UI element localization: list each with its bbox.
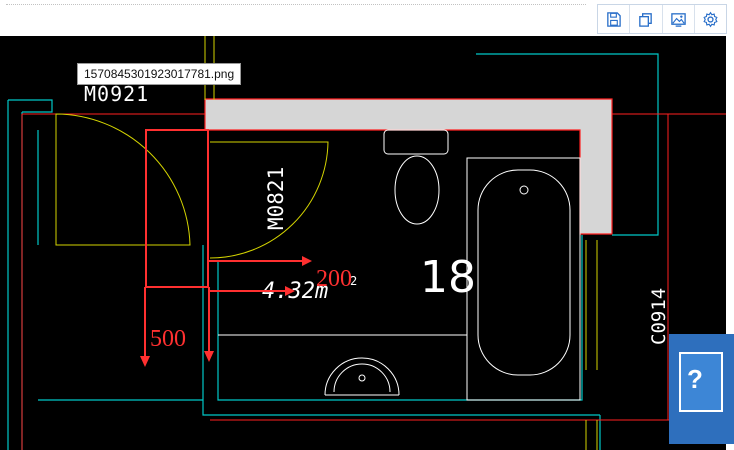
label-door-inner: M0821 — [264, 167, 288, 230]
toilet-tank — [383, 129, 449, 155]
label-room-number: 18 — [420, 252, 476, 303]
cyan-right-block — [476, 53, 659, 236]
image-icon — [670, 12, 686, 27]
arrowhead-v2 — [204, 351, 214, 362]
copy-icon — [639, 12, 653, 27]
label-door-top: M0921 — [84, 82, 149, 106]
filename-tooltip: 1570845301923017781.png — [77, 63, 242, 85]
door-swing-outer — [55, 113, 191, 246]
door-swing-inner — [209, 141, 329, 259]
annotation-dim-200: 200 — [316, 266, 352, 292]
cad-drawing: M0921 M0821 C0914 18 4.32m 2 200 500 — [0, 36, 726, 450]
cyan-wall-top — [8, 99, 53, 113]
side-widget-frame — [679, 352, 723, 412]
settings-button[interactable] — [695, 5, 726, 33]
side-widget-icon: ? — [687, 364, 703, 394]
save-icon — [607, 11, 621, 27]
save-button[interactable] — [598, 5, 631, 33]
side-widget-tile[interactable]: ? — [669, 334, 734, 444]
arrowhead-h1 — [302, 256, 312, 266]
label-window: C0914 — [648, 288, 670, 345]
annotation-dim-500: 500 — [150, 326, 186, 352]
arrowhead-h2 — [285, 286, 295, 296]
basin-drain — [358, 374, 366, 382]
toilet-bowl — [394, 155, 440, 225]
copy-button[interactable] — [630, 5, 663, 33]
right-edge-strip — [726, 36, 734, 450]
bathtub-drain — [519, 185, 529, 195]
cyan-room-left-2 — [217, 235, 583, 401]
clipped-text-line — [6, 4, 586, 13]
cyan-room-left — [202, 245, 600, 416]
viewer-toolbar — [597, 4, 727, 34]
arrowhead-v1 — [140, 356, 150, 367]
basin-inner — [333, 363, 391, 393]
settings-icon — [703, 11, 718, 27]
label-area-superscript: 2 — [350, 274, 357, 288]
annotation-highlight-box — [145, 129, 209, 288]
bathtub-inner — [477, 169, 571, 376]
basin-outline — [324, 357, 400, 396]
image-button[interactable] — [663, 5, 695, 33]
